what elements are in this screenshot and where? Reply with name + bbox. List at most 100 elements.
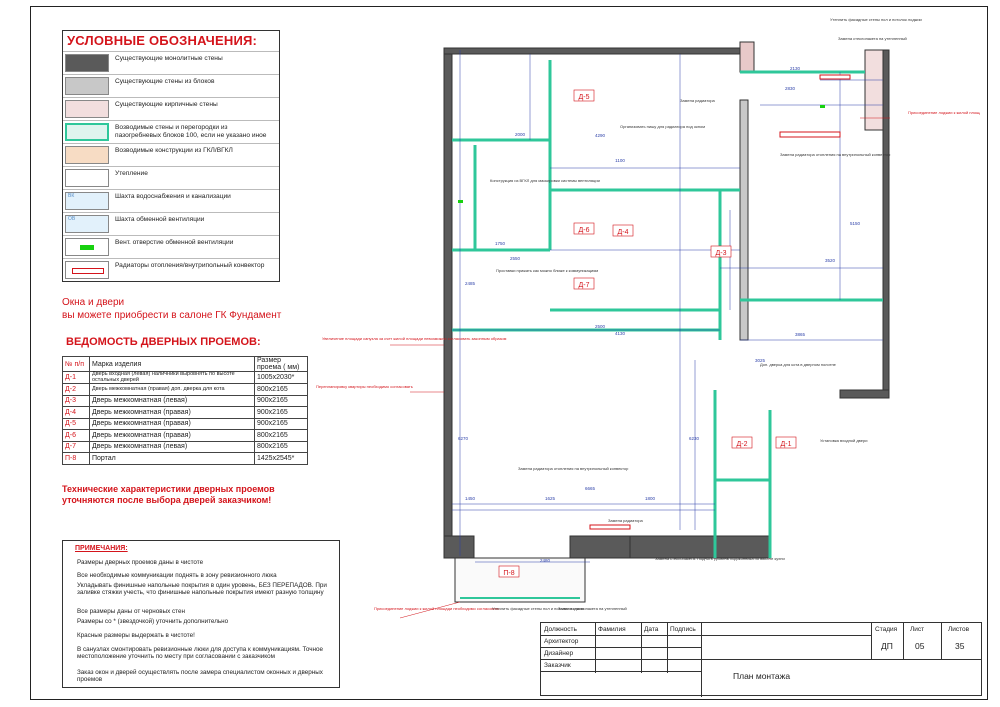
door-tag: Д-4 (618, 229, 629, 236)
windows-note-line1: Окна и двери (62, 297, 125, 308)
legend-label: Существующие стены из блоков (115, 78, 215, 85)
door-name: Дверь межкомнатная (левая) (89, 440, 255, 453)
dimension-label: 2550 (510, 256, 521, 261)
plan-door-tags (498, 89, 797, 578)
legend: УСЛОВНЫЕ ОБОЗНАЧЕНИЯ: Существующие монол… (62, 30, 280, 282)
doors-footnote-line2: уточняются после выбора дверей заказчико… (62, 495, 272, 505)
doors-header-row: № п/п Марка изделия Размер проема ( мм) (62, 356, 308, 372)
legend-row: Возводимые конструкции из ГКЛ/ВГКЛ (63, 143, 279, 167)
legend-row: Существующие стены из блоков (63, 74, 279, 98)
door-code: Д-4 (62, 406, 90, 419)
legend-row: ОВ Шахта обменной вентиляции (63, 212, 279, 236)
doors-header-name: Марка изделия (89, 356, 255, 372)
tb-header-sign: Подпись (670, 626, 696, 633)
tb-sheets-label: Листов (948, 626, 970, 633)
dimension-label: 6270 (458, 436, 469, 441)
door-name: Дверь межкомнатная (правая) (89, 417, 255, 430)
tb-header-name: Фамилия (598, 626, 626, 633)
doors-table: № п/п Марка изделия Размер проема ( мм) … (62, 356, 308, 465)
door-code: Д-2 (62, 383, 90, 396)
legend-swatch (65, 146, 109, 164)
plan-annotation: Утеплить фасадные стены пол и потолок ло… (830, 17, 922, 22)
note-item: Укладывать финишные напольные покрытия в… (77, 582, 327, 596)
plan-annotation: Присоединение лоджии к жилой площади нео… (374, 606, 499, 611)
plan-annotation: Замена радиатора (608, 518, 644, 523)
door-code: Д-5 (62, 417, 90, 430)
legend-label: Вент. отверстие обменной вентиляции (115, 239, 234, 246)
dimension-label: 2000 (515, 132, 526, 137)
note-item: Размеры со * (звездочкой) уточнить допол… (77, 618, 229, 625)
windows-note-line2: вы можете приобрести в салоне ГК Фундаме… (62, 310, 282, 321)
tb-stage-label: Стадия (875, 626, 898, 633)
doors-footnote: Технические характеристики дверных проем… (62, 484, 275, 506)
legend-title: УСЛОВНЫЕ ОБОЗНАЧЕНИЯ: (67, 33, 258, 48)
tb-role-customer: Заказчик (544, 662, 571, 669)
door-size: 1425х2545* (254, 452, 308, 465)
plan-dimension-lines (452, 50, 883, 563)
plan-vent-marks (458, 105, 825, 203)
door-code: Д-3 (62, 394, 90, 407)
notes-title: ПРИМЕЧАНИЯ: (75, 545, 128, 552)
sheet-frame (30, 6, 988, 700)
plan-annotation: Замена стеклопакета. Поднять уровень под… (655, 556, 785, 561)
dimension-label: 1750 (495, 241, 506, 246)
plan-annotation: Проставки прижать как можно ближе к комм… (496, 268, 598, 273)
legend-swatch (65, 238, 109, 256)
dimension-label: 2830 (785, 86, 796, 91)
legend-swatch (65, 169, 109, 187)
tb-sheet-label: Лист (910, 626, 925, 633)
dimension-label: 2500 (595, 324, 606, 329)
legend-label: Возводимые конструкции из ГКЛ/ВГКЛ (115, 147, 233, 154)
dimension-label: 1625 (545, 496, 556, 501)
door-tag: Д-7 (579, 282, 590, 289)
door-code: Д-7 (62, 440, 90, 453)
dimension-label: 4130 (615, 331, 626, 336)
plan-annotations: Утеплить фасадные стены пол и потолок ло… (316, 17, 980, 611)
legend-label: Возводимые стены и перегородки из пазогр… (115, 124, 267, 139)
plan-annotation: Организовать нишу для радиатора под окно… (620, 124, 705, 129)
plan-annotation: Замена стеклопакета на утепленный (838, 36, 907, 41)
plan-annotation: Доп. дверка для кота в дверном полотне (760, 362, 837, 367)
tb-sheets-value: 35 (955, 641, 965, 651)
door-name: Дверь входная (левая) наличники выровнят… (89, 371, 255, 384)
dimension-label: 2130 (790, 66, 801, 71)
legend-row: Вент. отверстие обменной вентиляции (63, 235, 279, 259)
dimension-label: 5150 (850, 221, 861, 226)
legend-row: Радиаторы отопления/внутрипольный конвек… (63, 258, 279, 282)
door-name: Дверь межкомнатная (левая) (89, 394, 255, 407)
door-name: Дверь межкомнатная (правая) доп. дверка … (89, 383, 255, 396)
note-item: Все необходимые коммуникации поднять в з… (77, 572, 277, 579)
door-code: П-8 (62, 452, 90, 465)
doors-footnote-line1: Технические характеристики дверных проем… (62, 484, 275, 494)
dimension-label: 2485 (465, 281, 476, 286)
legend-label: Шахта обменной вентиляции (115, 216, 205, 223)
plan-annotation: Замена радиатора отопления на внутриполь… (780, 152, 891, 157)
legend-label: Радиаторы отопления/внутрипольный конвек… (115, 262, 265, 269)
legend-swatch (65, 77, 109, 95)
plan-leader-lines (390, 117, 890, 619)
tb-header-date: Дата (644, 626, 659, 633)
legend-label: Существующие монолитные стены (115, 55, 223, 62)
plan-annotation: Замена радиатора отопления на внутриполь… (518, 466, 629, 471)
legend-row: Существующие кирпичные стены (63, 97, 279, 121)
dimension-label: 6665 (585, 486, 596, 491)
tb-sheet-value: 05 (915, 641, 925, 651)
door-tag: Д-5 (579, 94, 590, 101)
door-tag: Д-3 (716, 250, 727, 257)
legend-swatch: ОВ (65, 215, 109, 233)
legend-row: Утепление (63, 166, 279, 190)
door-name: Портал (89, 452, 255, 465)
door-name: Дверь межкомнатная (правая) (89, 429, 255, 442)
door-code: Д-6 (62, 429, 90, 442)
note-item: Все размеры даны от черновых стен (77, 608, 185, 615)
